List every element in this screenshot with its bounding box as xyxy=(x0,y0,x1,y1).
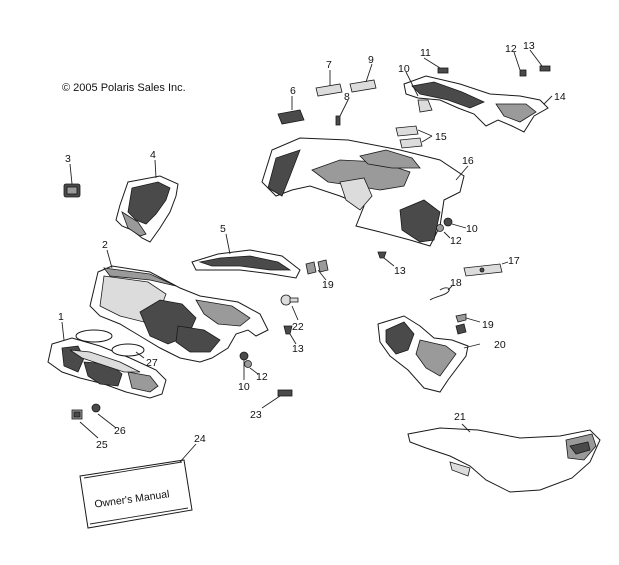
callout-9: 9 xyxy=(368,54,374,66)
part-13-screw-center xyxy=(283,325,293,335)
callout-11: 11 xyxy=(420,47,431,59)
callout-14: 14 xyxy=(554,91,566,103)
part-2-front-fender xyxy=(89,265,269,363)
part-13-screw xyxy=(539,65,551,72)
callout-21: 21 xyxy=(454,411,466,423)
part-1-front-grille xyxy=(47,337,167,399)
callout-27: 27 xyxy=(146,357,158,369)
part-13-screw-right xyxy=(377,251,387,259)
callout-8: 8 xyxy=(344,91,350,103)
callout-1: 1 xyxy=(58,311,64,323)
part-12-nut-center xyxy=(244,360,252,368)
part-6-reflector xyxy=(277,109,305,125)
part-10-washer-right xyxy=(443,217,453,227)
part-26-nut xyxy=(91,403,101,413)
part-14-rear-bracket xyxy=(403,75,549,133)
callout-17: 17 xyxy=(508,255,520,267)
callout-25: 25 xyxy=(96,439,108,451)
part-11-bolt xyxy=(437,67,449,74)
part-16-rear-fender xyxy=(261,137,465,247)
callout-24: 24 xyxy=(194,433,206,445)
callout-6: 6 xyxy=(290,85,296,97)
callout-2: 2 xyxy=(102,239,108,251)
part-27-decals xyxy=(75,329,145,357)
callout-22: 22 xyxy=(292,321,304,333)
part-22-push-rivet xyxy=(280,294,299,306)
callout-10-top: 10 xyxy=(398,63,410,75)
callout-20: 20 xyxy=(494,339,506,351)
callout-13-right: 13 xyxy=(394,265,406,277)
part-7-reflector xyxy=(315,83,343,97)
part-10-washer-center xyxy=(239,351,249,361)
part-15-decals xyxy=(395,125,423,149)
callout-7: 7 xyxy=(326,59,332,71)
callout-13-top: 13 xyxy=(523,40,535,52)
part-4-inner-panel xyxy=(115,175,179,243)
part-18-wire xyxy=(429,287,450,301)
part-24-owners-manual xyxy=(79,459,193,529)
part-8-screw xyxy=(335,115,341,126)
part-25-clip xyxy=(71,409,83,420)
copyright-notice: © 2005 Polaris Sales Inc. xyxy=(62,82,186,94)
callout-5: 5 xyxy=(220,223,226,235)
callout-19-right: 19 xyxy=(482,319,494,331)
callout-3: 3 xyxy=(65,153,71,165)
part-19-clips-right xyxy=(455,313,467,335)
part-23-bolt xyxy=(277,389,293,397)
callout-12-right: 12 xyxy=(450,235,462,247)
callout-23: 23 xyxy=(250,409,262,421)
part-5-rack-panel xyxy=(191,249,301,279)
part-17-plate xyxy=(463,263,503,277)
callout-12-center: 12 xyxy=(256,371,268,383)
callout-18: 18 xyxy=(450,277,462,289)
part-21-seat xyxy=(407,427,601,493)
part-20-side-panel xyxy=(377,315,469,393)
part-19-clips-center xyxy=(305,259,329,275)
callout-10-center: 10 xyxy=(238,381,250,393)
part-12-nut-right xyxy=(436,224,444,232)
callout-labels: 3 4 2 5 1 27 6 7 8 9 10 11 12 13 14 15 1… xyxy=(58,40,566,451)
part-3-clip xyxy=(63,183,81,198)
callout-12-top: 12 xyxy=(505,43,517,55)
callout-15: 15 xyxy=(435,131,447,143)
callout-13-center: 13 xyxy=(292,343,304,355)
part-9-reflector xyxy=(349,79,377,93)
callout-26: 26 xyxy=(114,425,126,437)
callout-10-right: 10 xyxy=(466,223,478,235)
part-12-nut xyxy=(519,69,527,77)
callout-19-center: 19 xyxy=(322,279,334,291)
callout-4: 4 xyxy=(150,149,156,161)
callout-16: 16 xyxy=(462,155,474,167)
